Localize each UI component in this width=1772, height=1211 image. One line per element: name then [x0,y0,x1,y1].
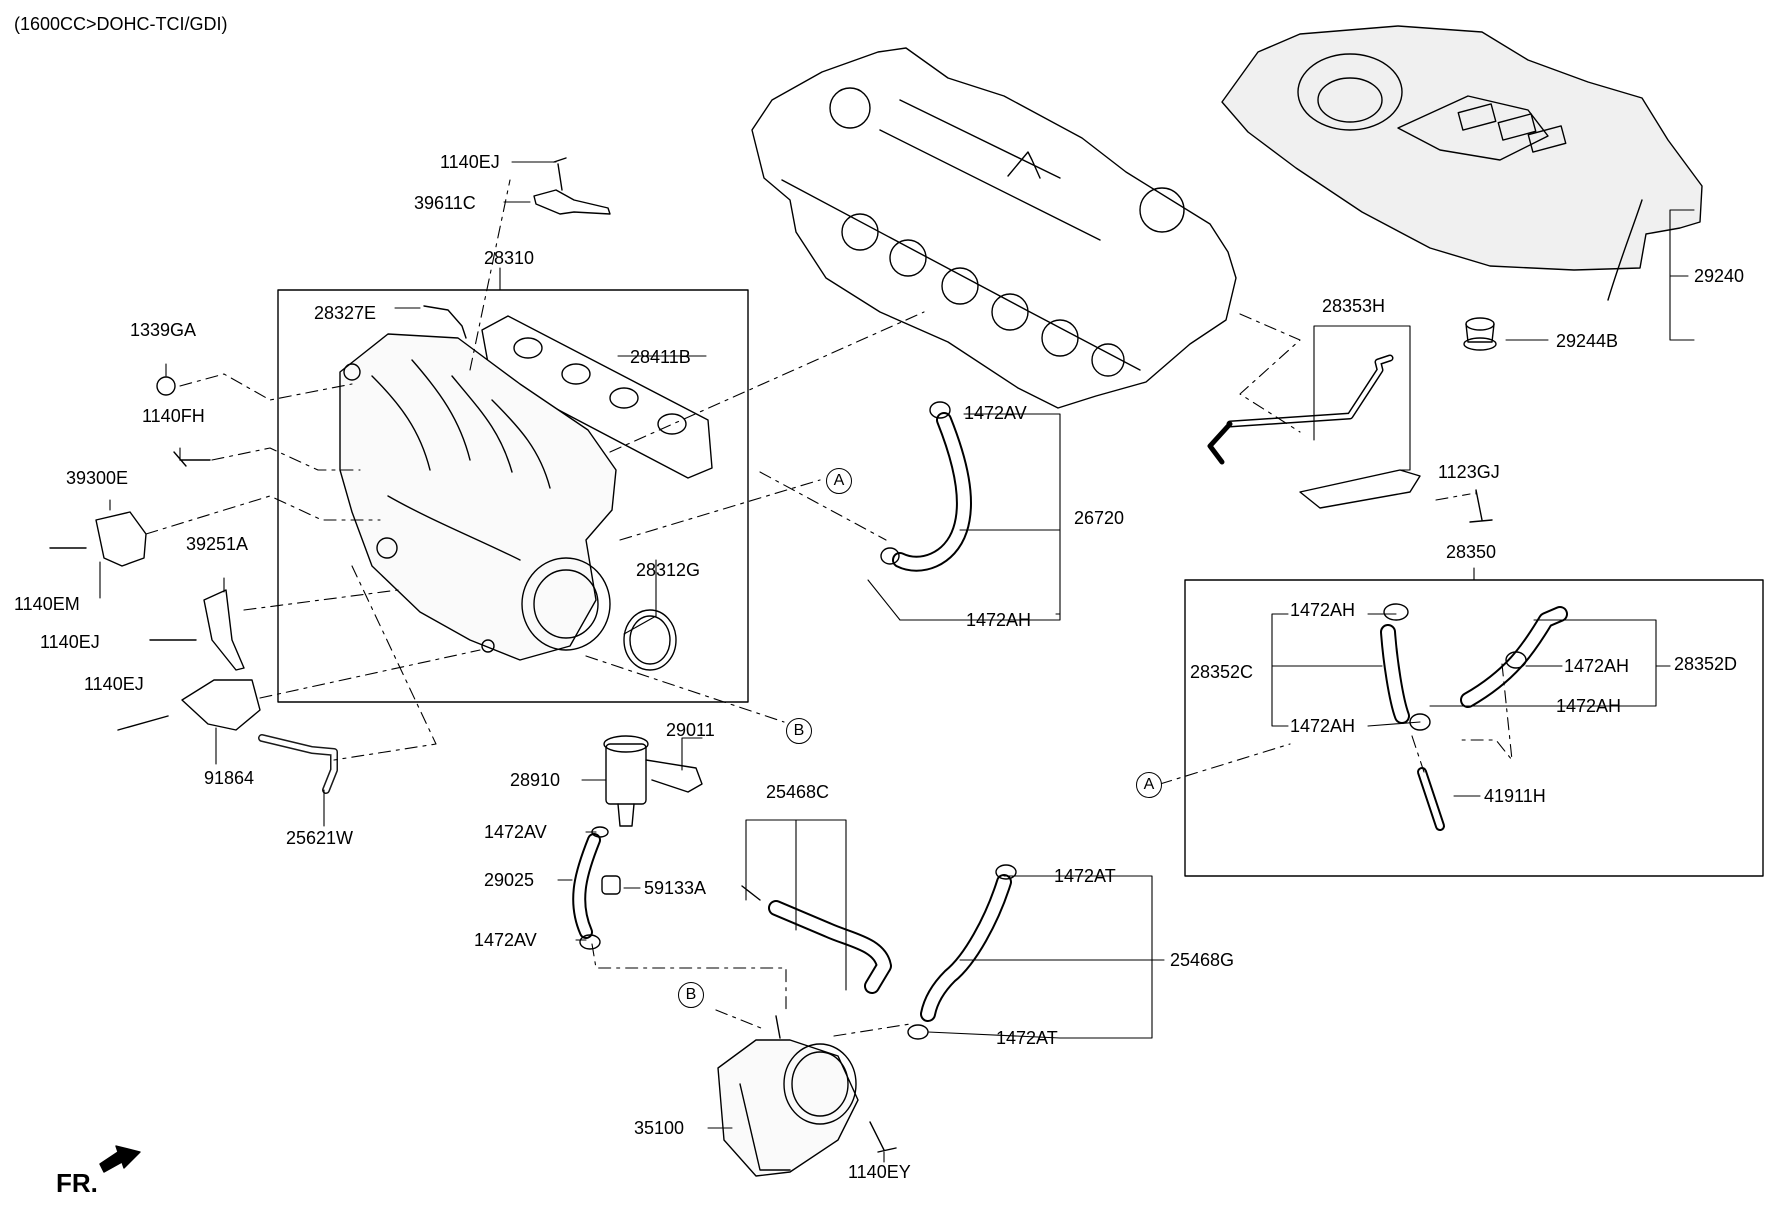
part-label[interactable]: 41911H [1484,786,1546,806]
part-label[interactable]: 25468G [1170,950,1235,970]
part-label[interactable]: 1140EM [14,594,80,614]
damper-59133a [601,875,621,895]
part-label[interactable]: 25621W [286,828,354,848]
ref-circle-a[interactable]: A [1136,772,1162,798]
throttle-gasket [623,609,677,671]
bolt-1123gj [1469,489,1493,523]
part-label[interactable]: 1472AH [1290,600,1356,620]
part-label[interactable]: 25468C [766,782,830,802]
part-label[interactable]: 28312G [636,560,701,580]
part-label[interactable]: 1140EJ [84,674,144,694]
ref-circle-b[interactable]: B [786,718,812,744]
part-label[interactable]: 39611C [414,193,476,213]
part-label[interactable]: 28352D [1674,654,1738,674]
part-label[interactable]: 28327E [314,303,377,323]
purge-solenoid [603,735,703,827]
leader-lines [99,161,1695,1163]
part-label[interactable]: 1472AT [996,1028,1058,1048]
part-label[interactable]: 35100 [634,1118,685,1138]
part-label[interactable]: 1472AH [1290,716,1356,736]
front-marker: FR. [56,1168,98,1198]
part-label[interactable]: 29025 [484,870,535,890]
cylinder-head [751,47,1237,409]
sensor-39300e [95,511,147,567]
diagram-title: (1600CC>DOHC-TCI/GDI) [14,14,228,34]
ref-circle-b[interactable]: B [678,982,704,1008]
bracket-91864 [181,679,261,731]
part-label[interactable]: 26720 [1074,508,1125,528]
grommet-29244b [1463,317,1497,351]
part-label[interactable]: 28910 [510,770,561,790]
part-label[interactable]: 1123GJ [1438,462,1500,482]
engine-cover [1221,25,1703,271]
dashed-references [145,179,1513,1037]
ref-circle-a[interactable]: A [826,468,852,494]
hose-28327e [423,305,467,339]
part-label[interactable]: 59133A [644,878,707,898]
part-label[interactable]: 1140FH [142,406,205,426]
part-label[interactable]: 1472AT [1054,866,1116,886]
part-label[interactable]: 1140EJ [440,152,500,172]
part-label[interactable]: 28353H [1322,296,1386,316]
part-label[interactable]: 1472AV [474,930,537,950]
manifold-group-box [277,289,749,703]
intake-manifold [339,333,617,661]
part-label[interactable]: 28350 [1446,542,1497,562]
part-label[interactable]: 1472AV [964,403,1027,423]
cylinder-ports [841,213,1125,377]
part-label[interactable]: 29240 [1694,266,1745,286]
part-label[interactable]: 1140EY [848,1162,911,1182]
oil-filler-opening [1297,53,1403,131]
nut-1339ga [156,376,176,396]
part-label[interactable]: 1140EJ [40,632,100,652]
part-label[interactable]: 29244B [1556,331,1619,351]
throttle-body [717,1015,859,1177]
bolt-1140fh [173,451,211,467]
part-label[interactable]: 1472AH [1556,696,1622,716]
part-label[interactable]: 28310 [484,248,535,268]
part-label[interactable]: 39300E [66,468,129,488]
front-arrow [99,1145,141,1173]
part-label[interactable]: 1472AH [966,610,1032,630]
bracket-39611c [533,189,611,215]
part-label[interactable]: 1472AH [1564,656,1630,676]
bolt-1140ej-top [553,157,567,191]
bracket-39251a [203,589,245,671]
part-label[interactable]: 1472AV [484,822,547,842]
part-label[interactable]: 29011 [666,720,715,740]
part-label[interactable]: 91864 [204,768,255,788]
part-label[interactable]: 1339GA [130,320,197,340]
part-label[interactable]: 28352C [1190,662,1254,682]
part-label[interactable]: 28411B [630,347,691,367]
bolt-1140ey [869,1121,897,1153]
part-label[interactable]: 39251A [186,534,249,554]
